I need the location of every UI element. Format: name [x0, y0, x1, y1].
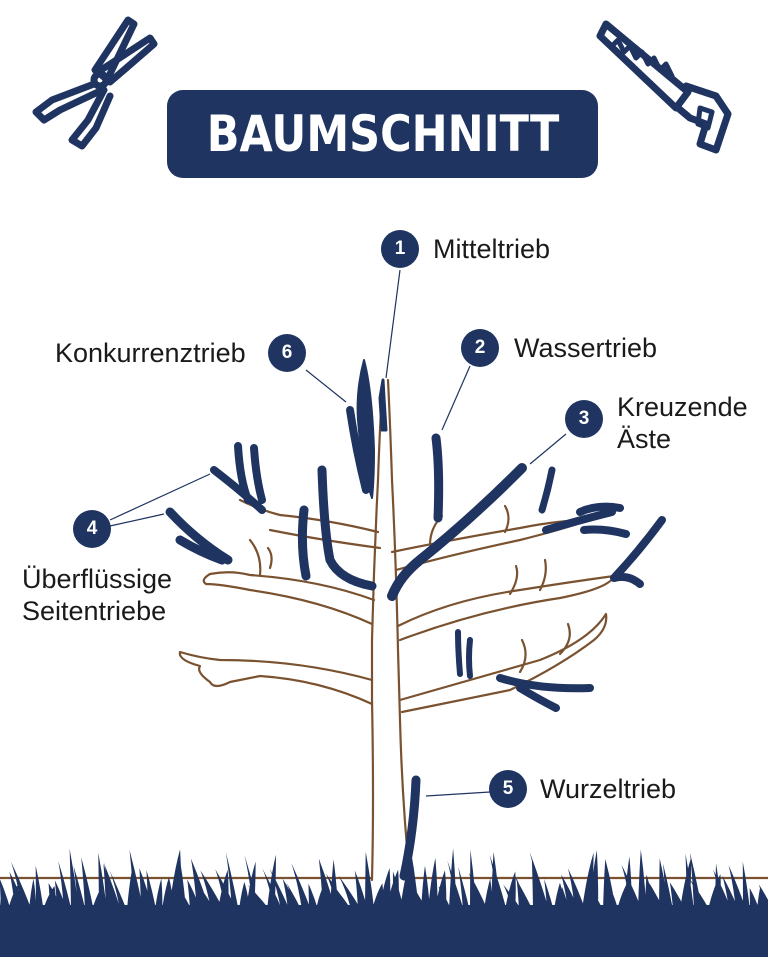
callout-label-1: Mitteltrieb — [433, 234, 551, 264]
callout-badge-5: 5 — [489, 770, 527, 808]
pruning-shears-icon — [32, 16, 158, 150]
shoot-konkurrenztrieb — [356, 359, 375, 499]
title-banner: BAUMSCHNITT — [167, 90, 598, 178]
shoot-wassertrieb — [431, 433, 444, 523]
callout-label-4-line-1: Überflüssige — [22, 564, 173, 594]
highlighted-shoots — [165, 359, 666, 881]
title-text: BAUMSCHNITT — [206, 105, 559, 163]
callout-badge-6: 6 — [268, 334, 306, 372]
callout-label-5: Wurzeltrieb — [540, 774, 677, 804]
callout-label-3-line-1: Kreuzende — [617, 392, 748, 422]
callout-label-2: Wassertrieb — [514, 333, 658, 363]
callout-badge-4: 4 — [73, 510, 111, 548]
shoot-seitentriebe-upper — [210, 442, 266, 514]
shoot-kreuzende-aeste — [387, 463, 527, 601]
shoot-mitteltrieb — [378, 378, 388, 432]
callout-leader-lines — [109, 269, 567, 797]
callout-badge-2: 2 — [461, 329, 499, 367]
callout-badge-3: 3 — [565, 400, 603, 438]
tree-trunk-and-branches — [0, 378, 768, 882]
callout-badge-1: 1 — [381, 230, 419, 268]
shoot-wurzeltrieb — [399, 775, 421, 881]
callout-label-6: Konkurrenztrieb — [55, 338, 246, 368]
shoot-seitentriebe-lower — [165, 507, 233, 565]
callout-label-3-line-2: Äste — [617, 424, 672, 454]
handsaw-icon — [596, 20, 732, 154]
callout-label-4-line-2: Seitentriebe — [22, 596, 167, 626]
grass-band — [0, 848, 768, 957]
